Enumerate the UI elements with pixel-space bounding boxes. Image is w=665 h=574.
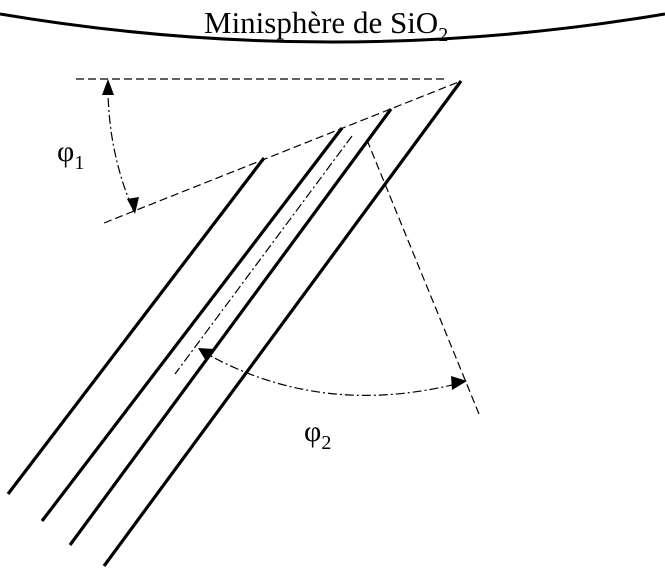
angle-1-subscript: 1 (74, 152, 84, 174)
angle-2-arrowhead-right (451, 376, 467, 390)
fiber-line-4 (102, 80, 463, 567)
angle-1-symbol: φ (57, 135, 74, 168)
minisphere-label: Minisphère de SiO2 (204, 5, 448, 46)
fiber-axis-line (174, 135, 353, 375)
minisphere-label-main: Minisphère de SiO (204, 5, 438, 40)
angle-2-arrowhead-left (198, 348, 214, 361)
minisphere-label-subscript: 2 (438, 24, 448, 46)
fiber-line-2 (40, 127, 344, 522)
angle-1-arrowhead-top (102, 79, 114, 95)
angle-2-subscript: 2 (321, 432, 331, 454)
angle-1-arc (107, 80, 135, 213)
fiber-line-1 (6, 157, 266, 495)
angle-2-label: φ2 (304, 415, 331, 454)
minisphere-surface-arc (0, 12, 665, 44)
angle-1-label: φ1 (57, 135, 84, 174)
end-face-normal-line (366, 139, 480, 415)
angle-2-symbol: φ (304, 415, 321, 448)
fiber-line-3 (68, 108, 393, 546)
angle-1-arrowhead-bottom (127, 197, 139, 214)
angle-2-arc (199, 349, 465, 396)
end-face-reference-line (103, 80, 462, 224)
